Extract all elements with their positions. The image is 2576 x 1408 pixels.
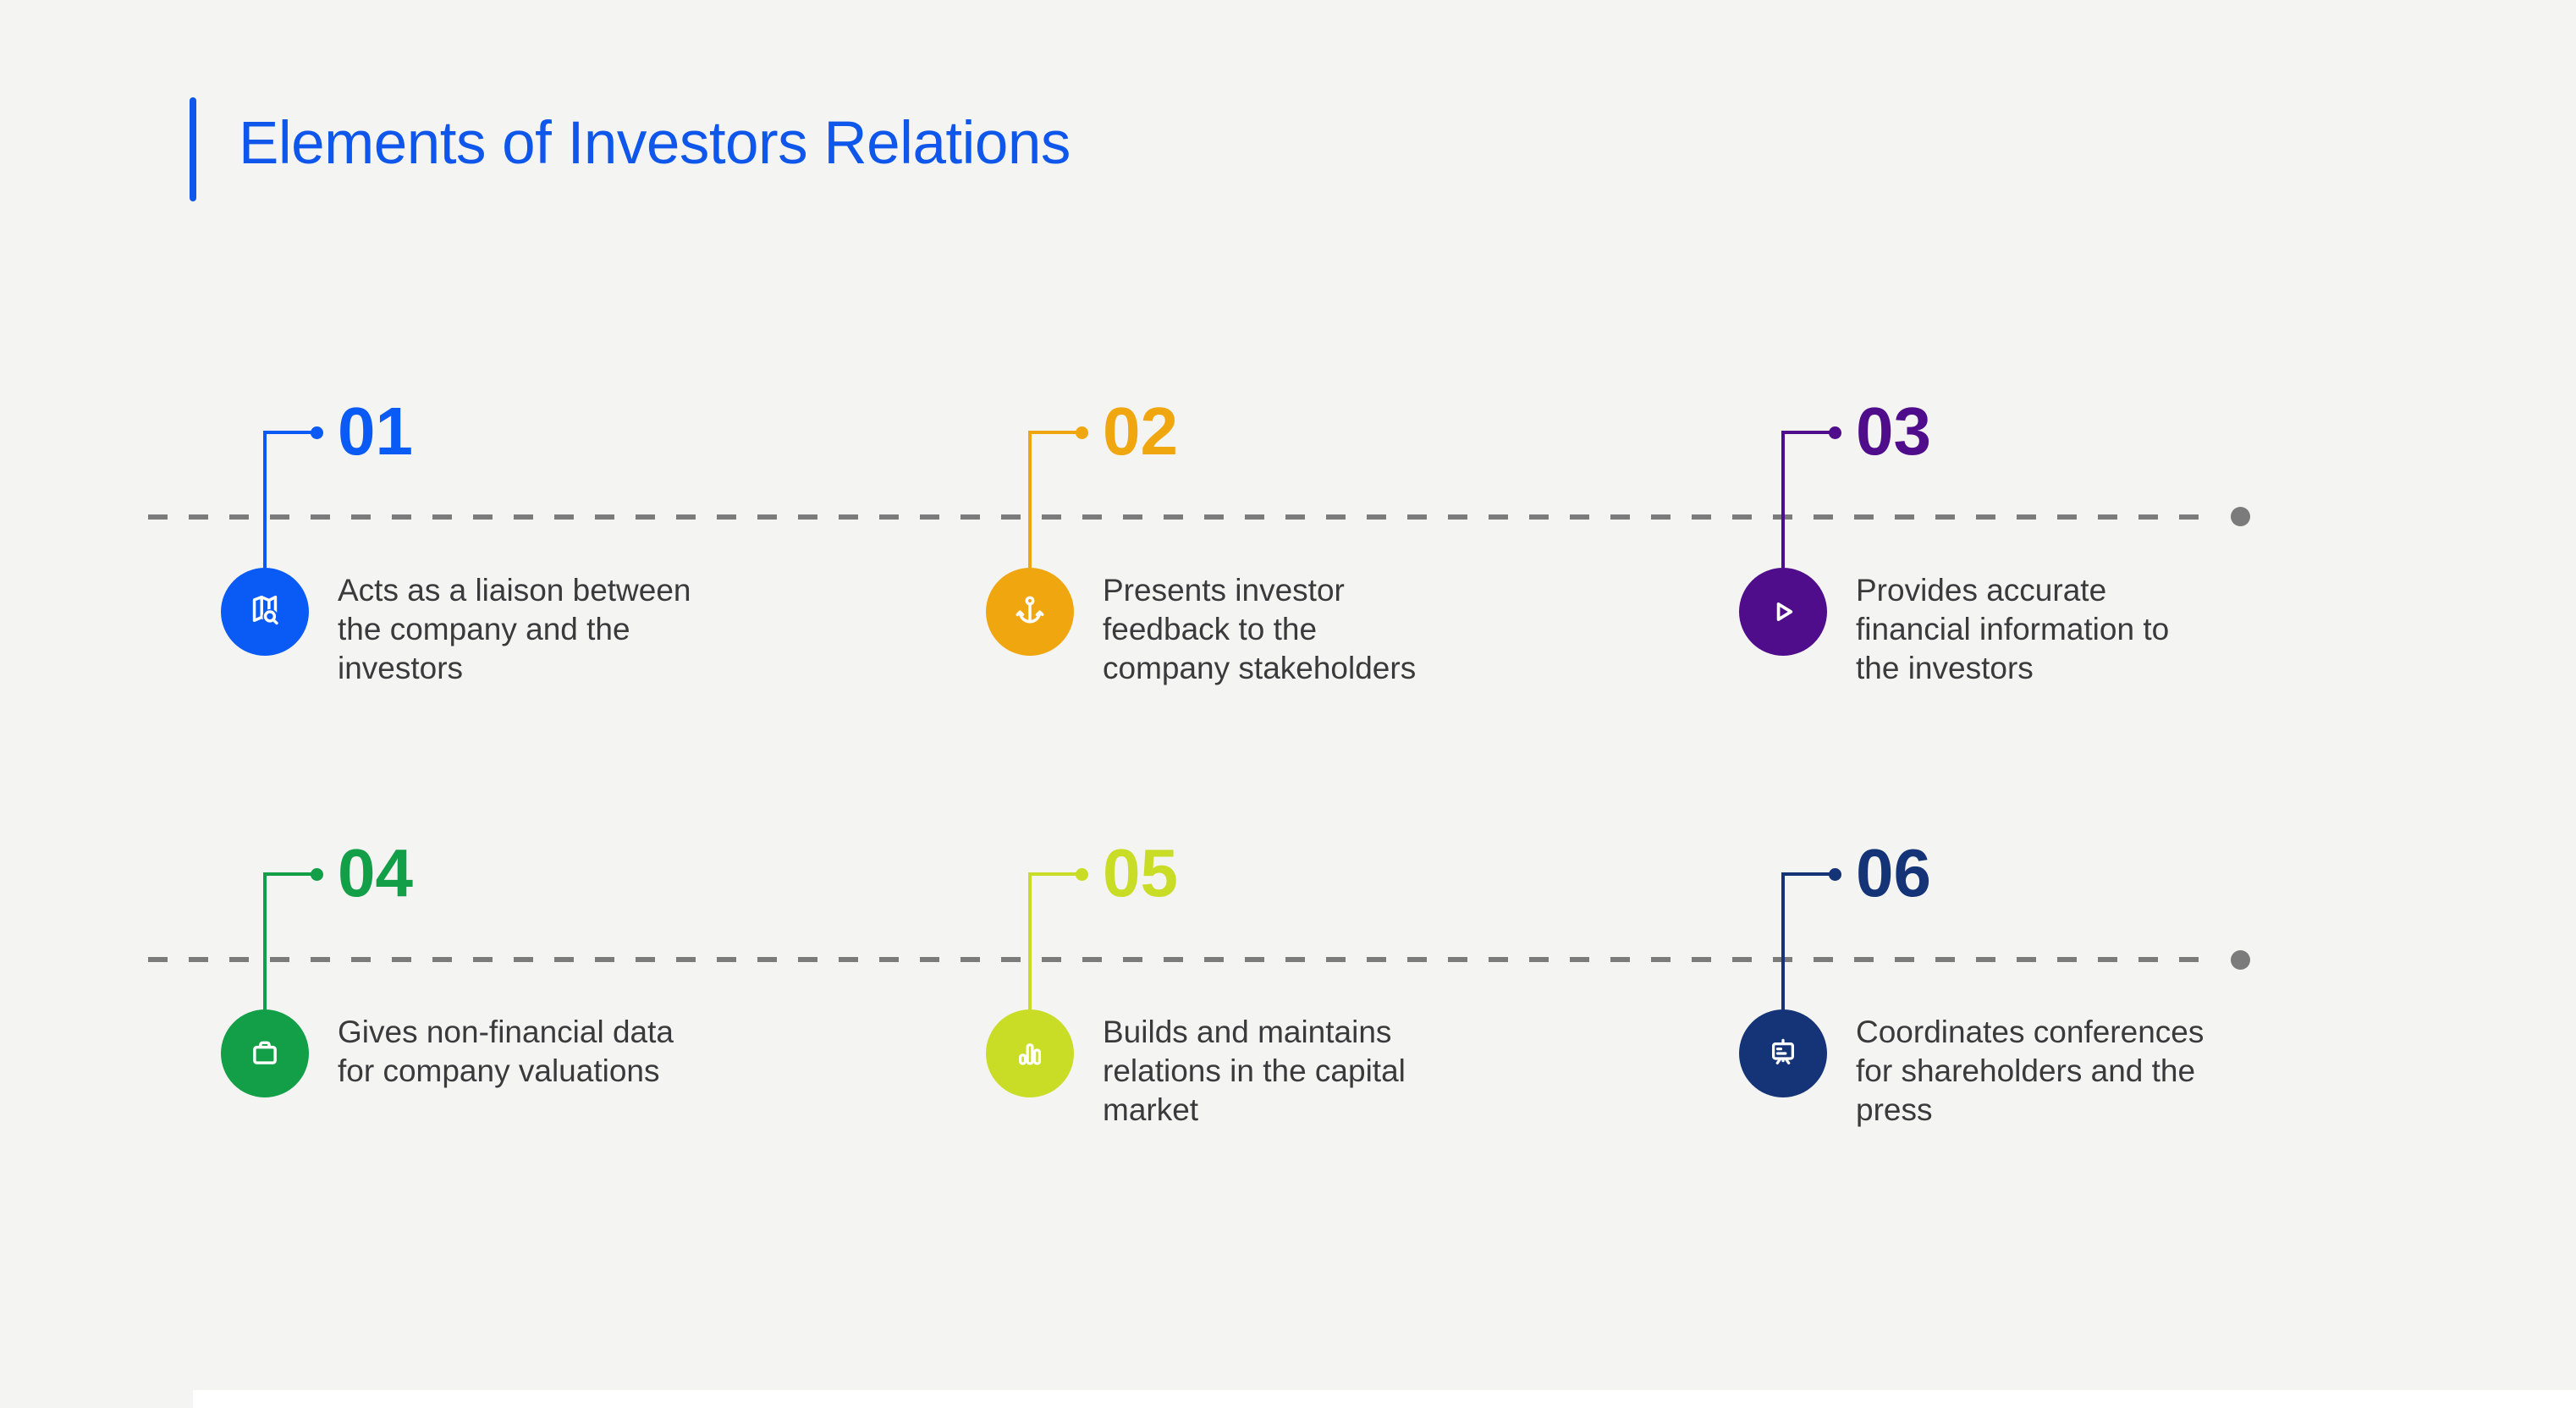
timeline-end-dot-row-1 bbox=[2231, 507, 2250, 526]
item-description: Coordinates conferences for shareholders… bbox=[1856, 1015, 2204, 1127]
connector-vertical-line bbox=[263, 431, 267, 612]
connector-vertical-line bbox=[1781, 431, 1785, 612]
connector-dot bbox=[311, 868, 323, 881]
connector-vertical-line bbox=[1028, 431, 1032, 612]
item-06: 06 Coordinates conferences for sharehold… bbox=[1739, 838, 2255, 1228]
bottom-edge-strip bbox=[193, 1390, 2576, 1408]
connector-dot bbox=[1829, 426, 1841, 439]
item-description: Builds and maintains relations in the ca… bbox=[1103, 1015, 1406, 1127]
item-01: 01 Acts as a liaison between the company… bbox=[221, 396, 737, 786]
timeline-end-dot-row-2 bbox=[2231, 950, 2250, 970]
connector-dot bbox=[1829, 868, 1841, 881]
item-03: 03 Provides accurate financial informati… bbox=[1739, 396, 2255, 786]
connector-vertical-line bbox=[263, 872, 267, 1053]
item-description: Acts as a liaison between the company an… bbox=[338, 573, 691, 685]
item-number: 02 bbox=[1103, 393, 1178, 469]
presentation-board-icon bbox=[1739, 1009, 1827, 1097]
connector-horizontal-line bbox=[1781, 872, 1830, 876]
connector-horizontal-line bbox=[1781, 431, 1830, 434]
item-02: 02 Presents investor feedback to the com… bbox=[986, 396, 1502, 786]
item-05: 05 Builds and maintains relations in the… bbox=[986, 838, 1502, 1228]
item-number: 06 bbox=[1856, 835, 1931, 910]
timeline-dashed-row-2 bbox=[148, 957, 2214, 962]
connector-horizontal-line bbox=[263, 431, 312, 434]
connector-horizontal-line bbox=[1028, 872, 1077, 876]
connector-horizontal-line bbox=[1028, 431, 1077, 434]
connector-dot bbox=[1076, 868, 1088, 881]
item-description: Presents investor feedback to the compan… bbox=[1103, 573, 1417, 685]
page-title: Elements of Investors Relations bbox=[239, 110, 1071, 177]
item-number: 04 bbox=[338, 835, 413, 910]
connector-dot bbox=[1076, 426, 1088, 439]
item-number: 01 bbox=[338, 393, 413, 469]
title-accent-bar bbox=[190, 97, 196, 201]
item-number: 05 bbox=[1103, 835, 1178, 910]
item-description: Provides accurate financial information … bbox=[1856, 573, 2170, 685]
anchor-hook-icon bbox=[986, 568, 1074, 656]
item-description: Gives non-financial data for company val… bbox=[338, 1015, 674, 1088]
bar-chart-icon bbox=[986, 1009, 1074, 1097]
timeline-dashed-row-1 bbox=[148, 514, 2214, 520]
connector-horizontal-line bbox=[263, 872, 312, 876]
item-04: 04 Gives non-financial data for company … bbox=[221, 838, 737, 1228]
connector-dot bbox=[311, 426, 323, 439]
connector-vertical-line bbox=[1028, 872, 1032, 1053]
play-icon bbox=[1739, 568, 1827, 656]
map-search-icon bbox=[221, 568, 309, 656]
item-number: 03 bbox=[1856, 393, 1931, 469]
briefcase-icon bbox=[221, 1009, 309, 1097]
connector-vertical-line bbox=[1781, 872, 1785, 1053]
